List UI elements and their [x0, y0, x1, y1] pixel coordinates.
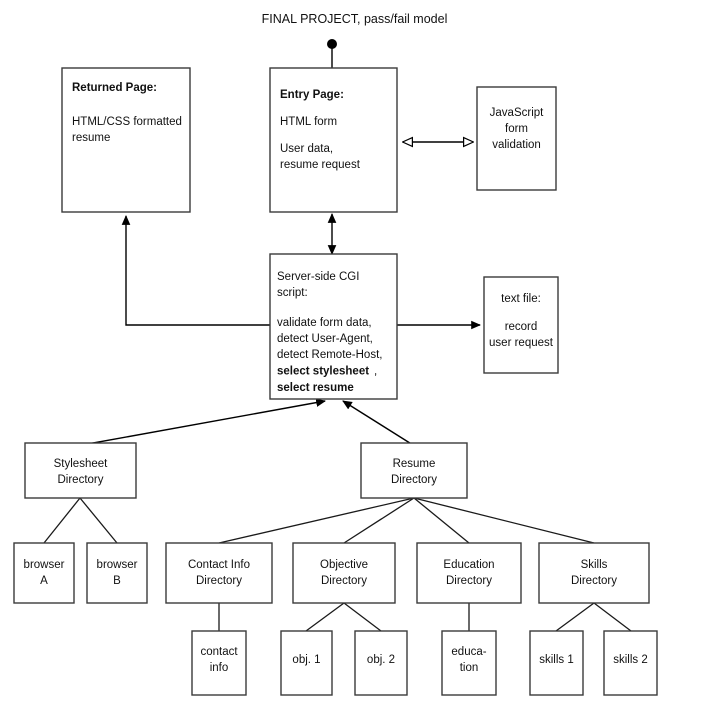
node-objective-directory[interactable]: Objective Directory	[292, 542, 396, 604]
text-file-line3: user request	[489, 337, 554, 349]
contact-info-file-line1: contact	[200, 646, 238, 658]
edge-stylesheet-dir-to-cgi	[81, 398, 326, 446]
node-skills2-file[interactable]: skills 2	[603, 630, 658, 696]
node-resume-directory[interactable]: Resume Directory	[360, 442, 468, 499]
resume-directory-line2: Directory	[391, 474, 437, 486]
cgi-script-line4: detect User-Agent,	[277, 333, 373, 345]
node-stylesheet-directory[interactable]: Stylesheet Directory	[24, 442, 137, 499]
node-javascript-validation[interactable]: JavaScript form validation	[476, 86, 557, 191]
browser-b-line2: B	[113, 575, 121, 587]
node-text-file[interactable]: text file: record user request	[483, 276, 559, 374]
objective-directory-line1: Objective	[320, 559, 368, 571]
node-cgi-script[interactable]: Server-side CGI script: validate form da…	[269, 253, 398, 400]
edge-objective-dir-obj2	[343, 602, 382, 632]
edge-resume-dir-skills-dir	[413, 497, 595, 544]
javascript-validation-line2: form	[505, 123, 528, 135]
edge-stylesheet-dir-browser-b	[79, 497, 118, 544]
node-returned-page[interactable]: Returned Page: HTML/CSS formatted resume	[61, 67, 191, 213]
edge-cgi-to-returned-page	[121, 215, 270, 326]
stylesheet-directory-line2: Directory	[57, 474, 103, 486]
start-dot	[327, 39, 337, 49]
edge-resume-dir-education-dir	[413, 497, 470, 544]
obj2-file-line1: obj. 2	[367, 654, 395, 666]
contact-info-directory-line1: Contact Info	[188, 559, 250, 571]
text-file-line2: record	[505, 321, 538, 333]
node-contact-info-directory[interactable]: Contact Info Directory	[165, 542, 273, 604]
entry-page-line2: User data,	[280, 143, 333, 155]
node-obj1-file[interactable]: obj. 1	[280, 630, 333, 696]
node-obj2-file[interactable]: obj. 2	[354, 630, 408, 696]
node-browser-a[interactable]: browser A	[13, 542, 75, 604]
edge-resume-dir-to-cgi	[342, 400, 414, 446]
education-directory-line2: Directory	[446, 575, 492, 587]
objective-directory-line2: Directory	[321, 575, 367, 587]
edge-stylesheet-dir-browser-a	[43, 497, 81, 544]
education-file-line2: tion	[460, 662, 479, 674]
obj1-file-line1: obj. 1	[292, 654, 320, 666]
cgi-script-line6-group: select stylesheet	[277, 366, 369, 378]
node-skills1-file[interactable]: skills 1	[529, 630, 584, 696]
contact-info-file-line2: info	[210, 662, 229, 674]
browser-b-line1: browser	[97, 559, 138, 571]
browser-a-line2: A	[40, 575, 48, 587]
edge-resume-dir-objective-dir	[343, 497, 415, 544]
skills1-file-line1: skills 1	[539, 654, 574, 666]
returned-page-line1: HTML/CSS formatted	[72, 116, 182, 128]
entry-page-line3: resume request	[280, 159, 361, 171]
cgi-script-line6-suffix: ,	[374, 366, 377, 378]
node-education-file[interactable]: educa- tion	[441, 630, 497, 696]
node-education-directory[interactable]: Education Directory	[416, 542, 522, 604]
entry-page-heading: Entry Page:	[280, 89, 344, 101]
node-contact-info-file[interactable]: contact info	[191, 630, 247, 696]
resume-directory-line1: Resume	[393, 458, 436, 470]
entry-page-line1: HTML form	[280, 116, 337, 128]
node-browser-b[interactable]: browser B	[86, 542, 148, 604]
edge-resume-dir-contact-info-dir	[218, 497, 415, 544]
cgi-script-line5: detect Remote-Host,	[277, 349, 382, 361]
browser-a-line1: browser	[24, 559, 65, 571]
skills2-file-line1: skills 2	[613, 654, 648, 666]
edge-objective-dir-obj1	[305, 602, 345, 632]
skills-directory-line1: Skills	[581, 559, 608, 571]
education-file-line1: educa-	[451, 646, 486, 658]
cgi-script-line2: script:	[277, 287, 308, 299]
returned-page-line2: resume	[72, 132, 110, 144]
javascript-validation-line1: JavaScript	[490, 107, 544, 119]
cgi-script-line7: select resume	[277, 382, 354, 394]
cgi-script-line3: validate form data,	[277, 317, 372, 329]
returned-page-heading: Returned Page:	[72, 82, 157, 94]
contact-info-directory-line2: Directory	[196, 575, 242, 587]
node-skills-directory[interactable]: Skills Directory	[538, 542, 650, 604]
cgi-script-line6: select stylesheet	[277, 366, 369, 378]
cgi-script-line1: Server-side CGI	[277, 271, 359, 283]
edge-skills-dir-skills1	[555, 602, 595, 632]
skills-directory-line2: Directory	[571, 575, 617, 587]
text-file-line1: text file:	[501, 293, 541, 305]
edge-skills-dir-skills2	[593, 602, 632, 632]
education-directory-line1: Education	[443, 559, 494, 571]
stylesheet-directory-line1: Stylesheet	[54, 458, 109, 470]
javascript-validation-line3: validation	[492, 139, 541, 151]
node-entry-page[interactable]: Entry Page: HTML form User data, resume …	[269, 67, 398, 213]
diagram-title: FINAL PROJECT, pass/fail model	[262, 12, 448, 26]
